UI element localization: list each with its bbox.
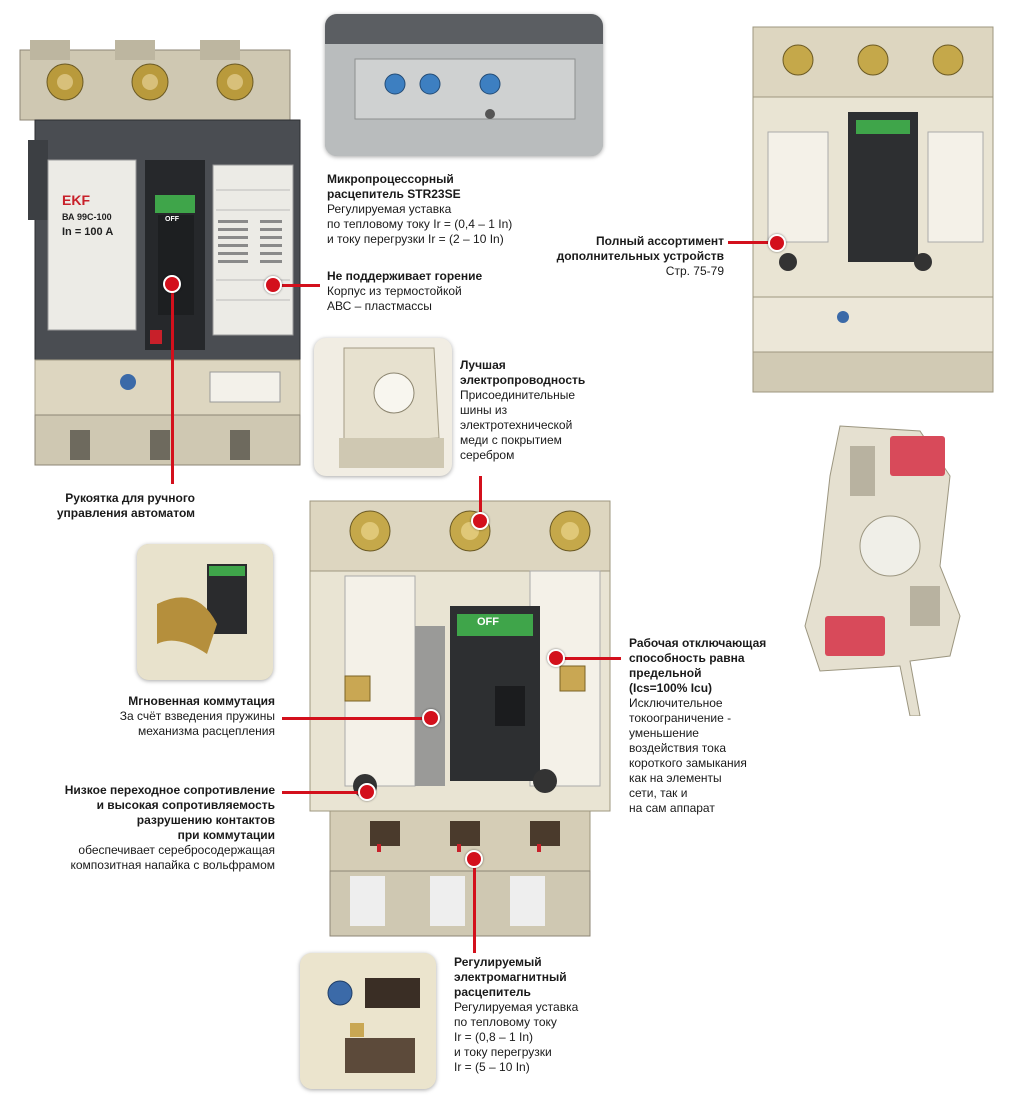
callout-line-accessories (728, 241, 776, 244)
open-handle-off-label: OFF (477, 616, 499, 628)
brand-logo: EKF (62, 192, 90, 208)
accessory-breaker-illustration (752, 26, 994, 393)
callout-accessories-text: Стр. 75-79 (665, 264, 724, 278)
main-breaker-photo: EKF ВА 99С-100 In = 100 A OFF (10, 20, 305, 470)
callout-low-resistance-text: обеспечивает серебросодержащая композитн… (70, 843, 275, 872)
callout-em-release: Регулируемый электромагнитный расцепител… (454, 955, 614, 1075)
callout-line-conductivity (479, 476, 482, 520)
busbar-illustration (339, 347, 444, 468)
str23se-illustration (325, 14, 603, 156)
callout-line-instant (282, 717, 430, 720)
callout-instant-title: Мгновенная коммутация (128, 694, 275, 708)
contact-system-illustration (804, 425, 961, 716)
callout-accessories-title: Полный ассортимент дополнительных устрой… (556, 234, 724, 263)
contact-system-photo (800, 416, 980, 716)
callout-no-burn: Не поддерживает горение Корпус из термос… (327, 269, 527, 314)
callout-dot-em-release (465, 850, 483, 868)
callout-dot-no-burn (264, 276, 282, 294)
callout-dot-handle (163, 275, 181, 293)
callout-conductivity: Лучшая электропроводность Присоединитель… (460, 358, 610, 463)
callout-line-no-burn (272, 284, 320, 287)
callout-handle: Рукоятка для ручного управления автомато… (20, 491, 195, 521)
busbar-inset-photo (314, 338, 452, 476)
open-breaker-illustration (309, 500, 611, 937)
callout-instant-text: За счёт взведения пружины механизма расц… (119, 709, 275, 738)
callout-dot-breaking (547, 649, 565, 667)
callout-low-resistance: Низкое переходное сопротивление и высока… (30, 783, 275, 873)
rating-label: In = 100 A (62, 226, 114, 238)
callout-conductivity-title: Лучшая электропроводность (460, 358, 586, 387)
callout-str23se: Микропроцессорный расцепитель STR23SE Ре… (327, 172, 547, 247)
callout-em-release-text: Регулируемая уставка по тепловому току I… (454, 1000, 579, 1074)
callout-dot-accessories (768, 234, 786, 252)
em-release-inset-photo (300, 953, 436, 1089)
callout-breaking: Рабочая отключающая способность равна пр… (629, 636, 804, 816)
callout-accessories: Полный ассортимент дополнительных устрой… (548, 234, 724, 279)
callout-no-burn-text: Корпус из термостойкой АВС – пластмассы (327, 284, 462, 313)
callout-handle-title: Рукоятка для ручного управления автомато… (56, 491, 195, 520)
str23se-inset-photo (325, 14, 603, 156)
accessory-breaker-photo (748, 22, 1002, 394)
callout-dot-instant (422, 709, 440, 727)
callout-em-release-title: Регулируемый электромагнитный расцепител… (454, 955, 567, 999)
callout-line-em-release (473, 857, 476, 953)
callout-str23se-text: Регулируемая уставка по тепловому току I… (327, 202, 513, 246)
callout-breaking-title: Рабочая отключающая способность равна пр… (629, 636, 767, 695)
callout-line-handle (171, 284, 174, 484)
mechanism-inset-photo (137, 544, 273, 680)
model-name: ВА 99С-100 (62, 212, 112, 222)
handle-off-label: OFF (165, 216, 179, 223)
callout-line-breaking (555, 657, 621, 660)
open-breaker-photo: OFF (305, 496, 617, 942)
callout-no-burn-title: Не поддерживает горение (327, 269, 483, 283)
mechanism-illustration (137, 544, 273, 680)
callout-conductivity-text: Присоединительные шины из электротехниче… (460, 388, 576, 462)
main-breaker-illustration (19, 40, 301, 466)
callout-line-low-resistance (282, 791, 366, 794)
callout-breaking-text: Исключительное токоограничение - уменьше… (629, 696, 747, 815)
callout-low-resistance-title: Низкое переходное сопротивление и высока… (64, 783, 275, 842)
callout-dot-low-resistance (358, 783, 376, 801)
callout-str23se-title: Микропроцессорный расцепитель STR23SE (327, 172, 461, 201)
em-release-illustration (300, 953, 436, 1089)
callout-instant: Мгновенная коммутация За счёт взведения … (80, 694, 275, 739)
callout-dot-conductivity (471, 512, 489, 530)
